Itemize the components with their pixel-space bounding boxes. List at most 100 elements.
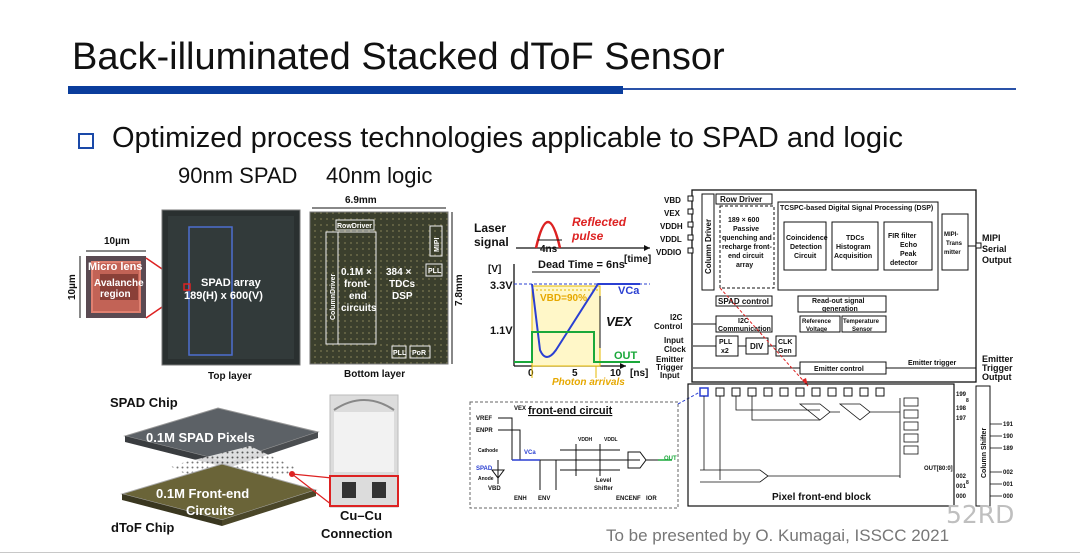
block-diagram: VBD VEX VDDH VDDL VDDIO Column Driver Ro… xyxy=(654,189,1014,387)
array-line-5: end circuit xyxy=(728,253,764,260)
reflected-label-1: Reflected xyxy=(572,215,627,229)
emitter-out-2: Trigger xyxy=(982,363,1013,373)
slide-title: Back-illuminated Stacked dToF Sensor xyxy=(72,36,725,78)
x5-label: 5 xyxy=(572,368,578,379)
input-clock-1: Input xyxy=(664,336,684,345)
idx-top-197: 197 xyxy=(956,416,967,422)
enh-label: ENH xyxy=(514,496,527,502)
readout-1: Read-out signal xyxy=(812,298,865,305)
die-width-dim: 6.9mm xyxy=(345,195,377,206)
idx-right-001: 001 xyxy=(1003,482,1014,488)
tdc-label-2: TDCs xyxy=(389,279,416,290)
idx-right-190: 190 xyxy=(1003,434,1014,440)
array-line-3: quenching and xyxy=(722,235,772,242)
pixel-photo: 10µm 10µm Micro lens Avalanche region xyxy=(67,236,188,319)
emitter-in-1: Emitter xyxy=(656,355,684,364)
bullet-text: Optimized process technologies applicabl… xyxy=(112,122,903,154)
enpr-label: ENPR xyxy=(476,428,493,434)
emitter-out-3: Output xyxy=(982,372,1012,382)
idx-right-191: 191 xyxy=(1003,422,1014,428)
fir-1: FIR filter xyxy=(888,233,917,240)
vex-label: VEX xyxy=(606,314,633,329)
idx-bot-002: 002 xyxy=(956,474,967,480)
cucu-label-2: Connection xyxy=(321,526,393,541)
env-label: ENV xyxy=(538,496,550,502)
bottom-layer-label: Bottom layer xyxy=(344,369,405,380)
i2c-comm-1: I2C xyxy=(738,318,749,325)
coinc-1: Coincidence xyxy=(786,235,828,242)
idx-right-189: 189 xyxy=(1003,446,1014,452)
ns-label: [ns] xyxy=(630,368,648,379)
fir-3: Peak xyxy=(900,251,916,258)
fe-circuits-label-2: Circuits xyxy=(186,503,234,518)
mipi-out-3: Output xyxy=(982,255,1012,265)
emitter-trigger-label: Emitter trigger xyxy=(908,360,957,367)
level-shifter-1: Level xyxy=(596,478,612,484)
laser-label-2: signal xyxy=(474,235,509,249)
mipi-tx-3: mitter xyxy=(944,250,961,256)
ior-label: IOR xyxy=(646,496,657,502)
avalanche-label-2: region xyxy=(100,289,131,300)
bottom-layer-die: 6.9mm RowDriver ColumnDriver 0.1M × fron… xyxy=(309,195,465,380)
emitter-out-1: Emitter xyxy=(982,354,1014,364)
dsp-title: TCSPC-based Digital Signal Processing (D… xyxy=(780,205,933,212)
idx-8-bot: 8 xyxy=(966,480,969,486)
row-driver-block: Row Driver xyxy=(720,195,762,204)
footer-citation: To be presented by O. Kumagai, ISSCC 202… xyxy=(606,526,950,545)
idx-right-000: 000 xyxy=(1003,494,1014,500)
vbd-label: VBD=90% xyxy=(540,293,587,304)
i2c-control-1: I2C xyxy=(670,313,683,322)
tdcs-1: TDCs xyxy=(846,235,864,242)
idx-bot-001: 001 xyxy=(956,484,967,490)
mipi-die-label: MIPI xyxy=(434,238,441,252)
circuit-vbd: VBD xyxy=(488,486,501,492)
fir-4: detector xyxy=(890,260,918,267)
column-driver-label: ColumnDriver xyxy=(330,273,337,320)
circuit-vex: VEX xyxy=(514,406,526,412)
out-bus-label: OUT[80:0] xyxy=(924,466,953,472)
tdcs-3: Acquisition xyxy=(834,253,872,260)
temp-2: Sensor xyxy=(852,327,873,333)
i2c-comm-2: Communication xyxy=(718,326,771,333)
reflected-label-2: pulse xyxy=(571,229,604,243)
out-label: OUT xyxy=(614,350,638,362)
watermark-logo: 52RD xyxy=(946,500,1015,529)
ns4-label: 4ns xyxy=(540,244,558,255)
footer-divider xyxy=(0,552,1080,553)
top-layer-die: SPAD array 189(H) x 600(V) Top layer xyxy=(161,209,301,382)
v-unit-label: [V] xyxy=(488,264,501,275)
anode-label: Anode xyxy=(478,476,494,482)
por-die-label: PoR xyxy=(412,350,426,357)
ref-v-2: Voltage xyxy=(806,327,828,333)
emitter-control-block: Emitter control xyxy=(814,366,864,373)
emitter-in-2: Trigger xyxy=(656,363,683,372)
level-shifter-2: Shifter xyxy=(594,486,614,492)
fe-circuits-label-1: 0.1M Front-end xyxy=(156,486,249,501)
idx-right-002: 002 xyxy=(1003,470,1014,476)
vca-label: VCa xyxy=(618,285,640,297)
fe-label-4: circuits xyxy=(341,303,377,314)
array-line-2: Passive xyxy=(733,226,759,233)
array-line-1: 189 × 600 xyxy=(728,217,759,224)
micro-lens-label: Micro lens xyxy=(88,261,142,273)
spad-array-label-2: 189(H) x 600(V) xyxy=(184,290,263,302)
pll-1: PLL xyxy=(719,339,733,346)
timing-diagram: Laser signal Reflected pulse 4ns [time] … xyxy=(474,215,651,388)
tdcs-2: Histogram xyxy=(836,244,871,251)
process-spad-label: 90nm SPAD xyxy=(178,163,298,188)
pll-die-label: PLL xyxy=(428,268,442,275)
temp-1: Temperature xyxy=(843,319,880,325)
x10-label: 10 xyxy=(610,368,622,379)
idx-top-199: 199 xyxy=(956,392,967,398)
array-line-6: array xyxy=(736,262,753,269)
clk-gen-1: CLK xyxy=(778,339,792,346)
tdc-label-3: DSP xyxy=(392,291,413,302)
v11-label: 1.1V xyxy=(490,325,513,337)
column-driver-block: Column Driver xyxy=(704,219,713,274)
div-block: DIV xyxy=(750,342,764,351)
spad-pixels-label: 0.1M SPAD Pixels xyxy=(146,430,255,445)
photon-label: Photon arrivals xyxy=(552,377,625,388)
process-logic-label: 40nm logic xyxy=(326,163,433,188)
die-height-dim: 7.8mm xyxy=(454,274,465,306)
